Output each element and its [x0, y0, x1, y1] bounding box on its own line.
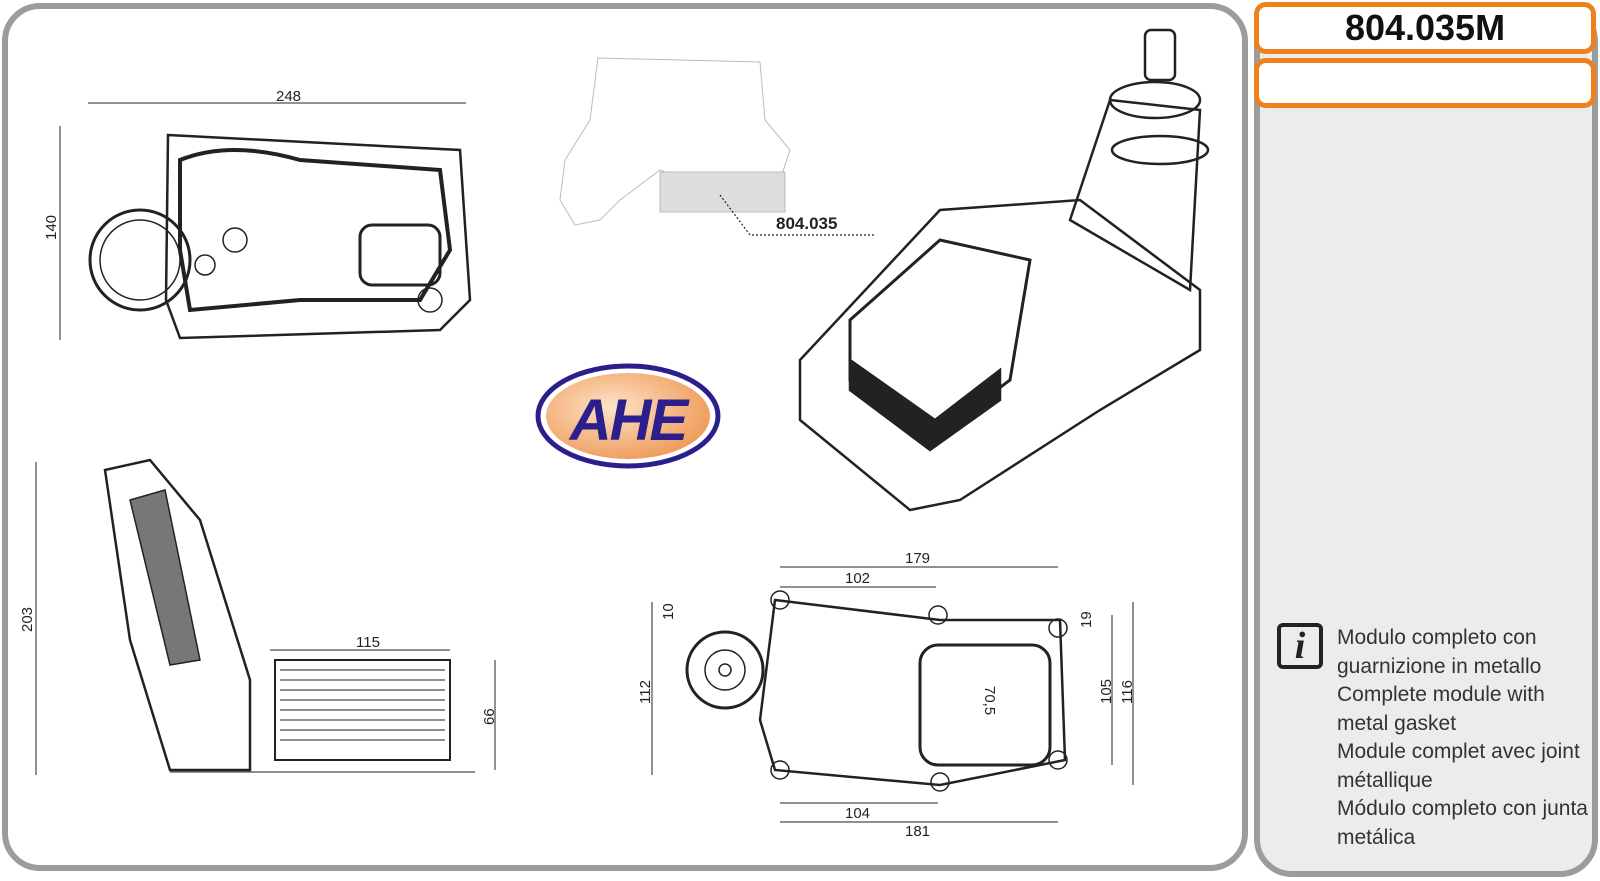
dim-bottom-diag: 70,5 — [981, 686, 998, 715]
dim-bottom-width-top: 179 — [905, 550, 930, 567]
dim-side-cooler-height: 66 — [481, 708, 498, 725]
dim-bottom-width-inner: 102 — [845, 570, 870, 587]
engine-reference-sketch — [559, 57, 791, 226]
dim-bottom-offset: 10 — [660, 603, 677, 620]
reference-part-label: 804.035 — [776, 214, 837, 233]
description-line: Complete module with — [1337, 683, 1545, 706]
product-code: 804.035M — [1254, 2, 1596, 54]
description-line: guarnizione in metallo — [1337, 654, 1542, 678]
dim-top-height: 140 — [43, 215, 60, 240]
technical-drawings: 248 140 804.035 203 115 66 — [19, 28, 1210, 840]
product-description: Modulo completo con guarnizione in metal… — [1337, 624, 1599, 852]
dim-bottom-left-height: 112 — [637, 680, 654, 704]
dim-side-length: 115 — [356, 634, 380, 651]
side-view-drawing — [35, 458, 496, 775]
dim-top-width: 248 — [276, 88, 301, 105]
description-line: métallique — [1337, 768, 1433, 792]
info-icon: i — [1277, 623, 1323, 669]
product-secondary-box — [1254, 58, 1596, 108]
dim-side-height: 203 — [19, 607, 36, 632]
description-line: Module complet avec joint — [1337, 740, 1580, 763]
description-line: metálica — [1337, 825, 1416, 849]
bottom-view-drawing — [651, 566, 1134, 823]
svg-text:AHE: AHE — [568, 388, 691, 453]
dim-bottom-width-lower: 104 — [845, 805, 870, 822]
dim-bottom-right-height: 105 — [1098, 679, 1115, 704]
dim-bottom-total-height: 116 — [1119, 680, 1136, 704]
dim-bottom-right-offset: 19 — [1078, 611, 1095, 628]
module-3d-drawing — [798, 28, 1210, 512]
top-view-drawing — [59, 102, 472, 340]
info-panel — [1254, 3, 1598, 877]
description-line: Modulo completo con — [1337, 626, 1537, 649]
description-line: metal gasket — [1337, 711, 1457, 735]
dim-bottom-width-total: 181 — [905, 823, 930, 840]
ahe-logo: AHE — [535, 363, 721, 469]
description-line: Módulo completo con junta — [1337, 797, 1588, 820]
